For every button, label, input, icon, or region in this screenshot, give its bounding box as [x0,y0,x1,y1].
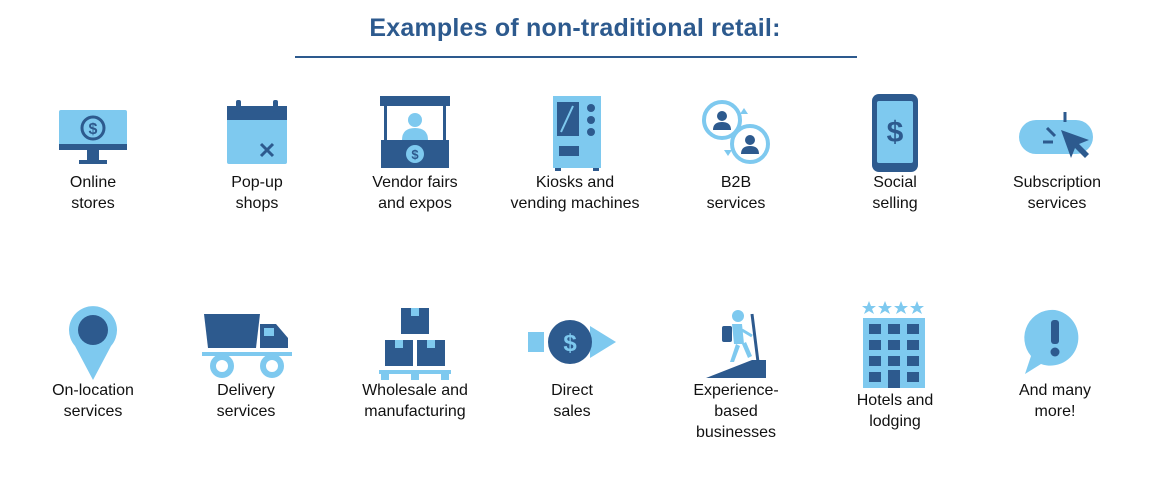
item-kiosks: Kiosks and vending machines [495,92,655,214]
calendar-icon [227,100,287,164]
item-on-location: On-location services [13,300,173,422]
title-underline [295,56,857,58]
svg-text:$: $ [887,116,904,149]
click-cursor-icon [1019,112,1093,158]
svg-text:$: $ [411,147,419,162]
item-label: Social selling [872,174,918,212]
item-pop-up-shops: Pop-up shops [177,92,337,214]
item-label: Hotels and lodging [856,392,934,430]
hiker-icon [706,310,766,378]
item-online-stores: $ Online stores [13,92,173,214]
hotel-icon [862,301,925,388]
smartphone-dollar-icon: $ [872,94,918,172]
item-label: And many more! [1018,382,1092,420]
item-label: Wholesale and manufacturing [362,382,468,420]
svg-text:$: $ [89,121,98,138]
vendor-booth-icon: $ [380,96,450,168]
item-label: B2B services [706,174,766,212]
item-many-more: And many more! [975,300,1135,422]
b2b-exchange-icon [702,100,770,164]
stacked-boxes-icon [379,308,451,380]
delivery-truck-icon [202,314,292,378]
item-wholesale: Wholesale and manufacturing [335,300,495,422]
dollar-arrow-icon: $ [528,320,616,364]
item-direct-sales: $ Direct sales [492,300,652,422]
item-experience: Experience- based businesses [656,300,816,443]
item-social-selling: $ Social selling [815,92,975,214]
page-title: Examples of non-traditional retail: [369,14,781,42]
computer-monitor-dollar-icon: $ [59,110,127,164]
exclamation-bubble-icon [1024,309,1079,374]
item-hotels: Hotels and lodging [815,300,975,432]
item-vendor-fairs: $ Vendor fairs and expos [335,92,495,214]
location-pin-icon [69,306,117,380]
item-subscription: Subscription services [977,92,1137,214]
svg-text:$: $ [563,330,577,357]
item-label: Experience- based businesses [693,382,779,441]
item-label: On-location services [52,382,134,420]
item-label: Kiosks and vending machines [510,174,640,212]
item-label: Delivery services [216,382,276,420]
vending-machine-icon [553,96,601,171]
item-label: Direct sales [551,382,593,420]
item-label: Vendor fairs and expos [372,174,458,212]
item-label: Online stores [69,174,117,212]
item-label: Subscription services [1012,174,1102,212]
item-b2b: B2B services [656,92,816,214]
rating-stars [862,301,924,314]
item-delivery: Delivery services [166,300,326,422]
item-label: Pop-up shops [231,174,283,212]
